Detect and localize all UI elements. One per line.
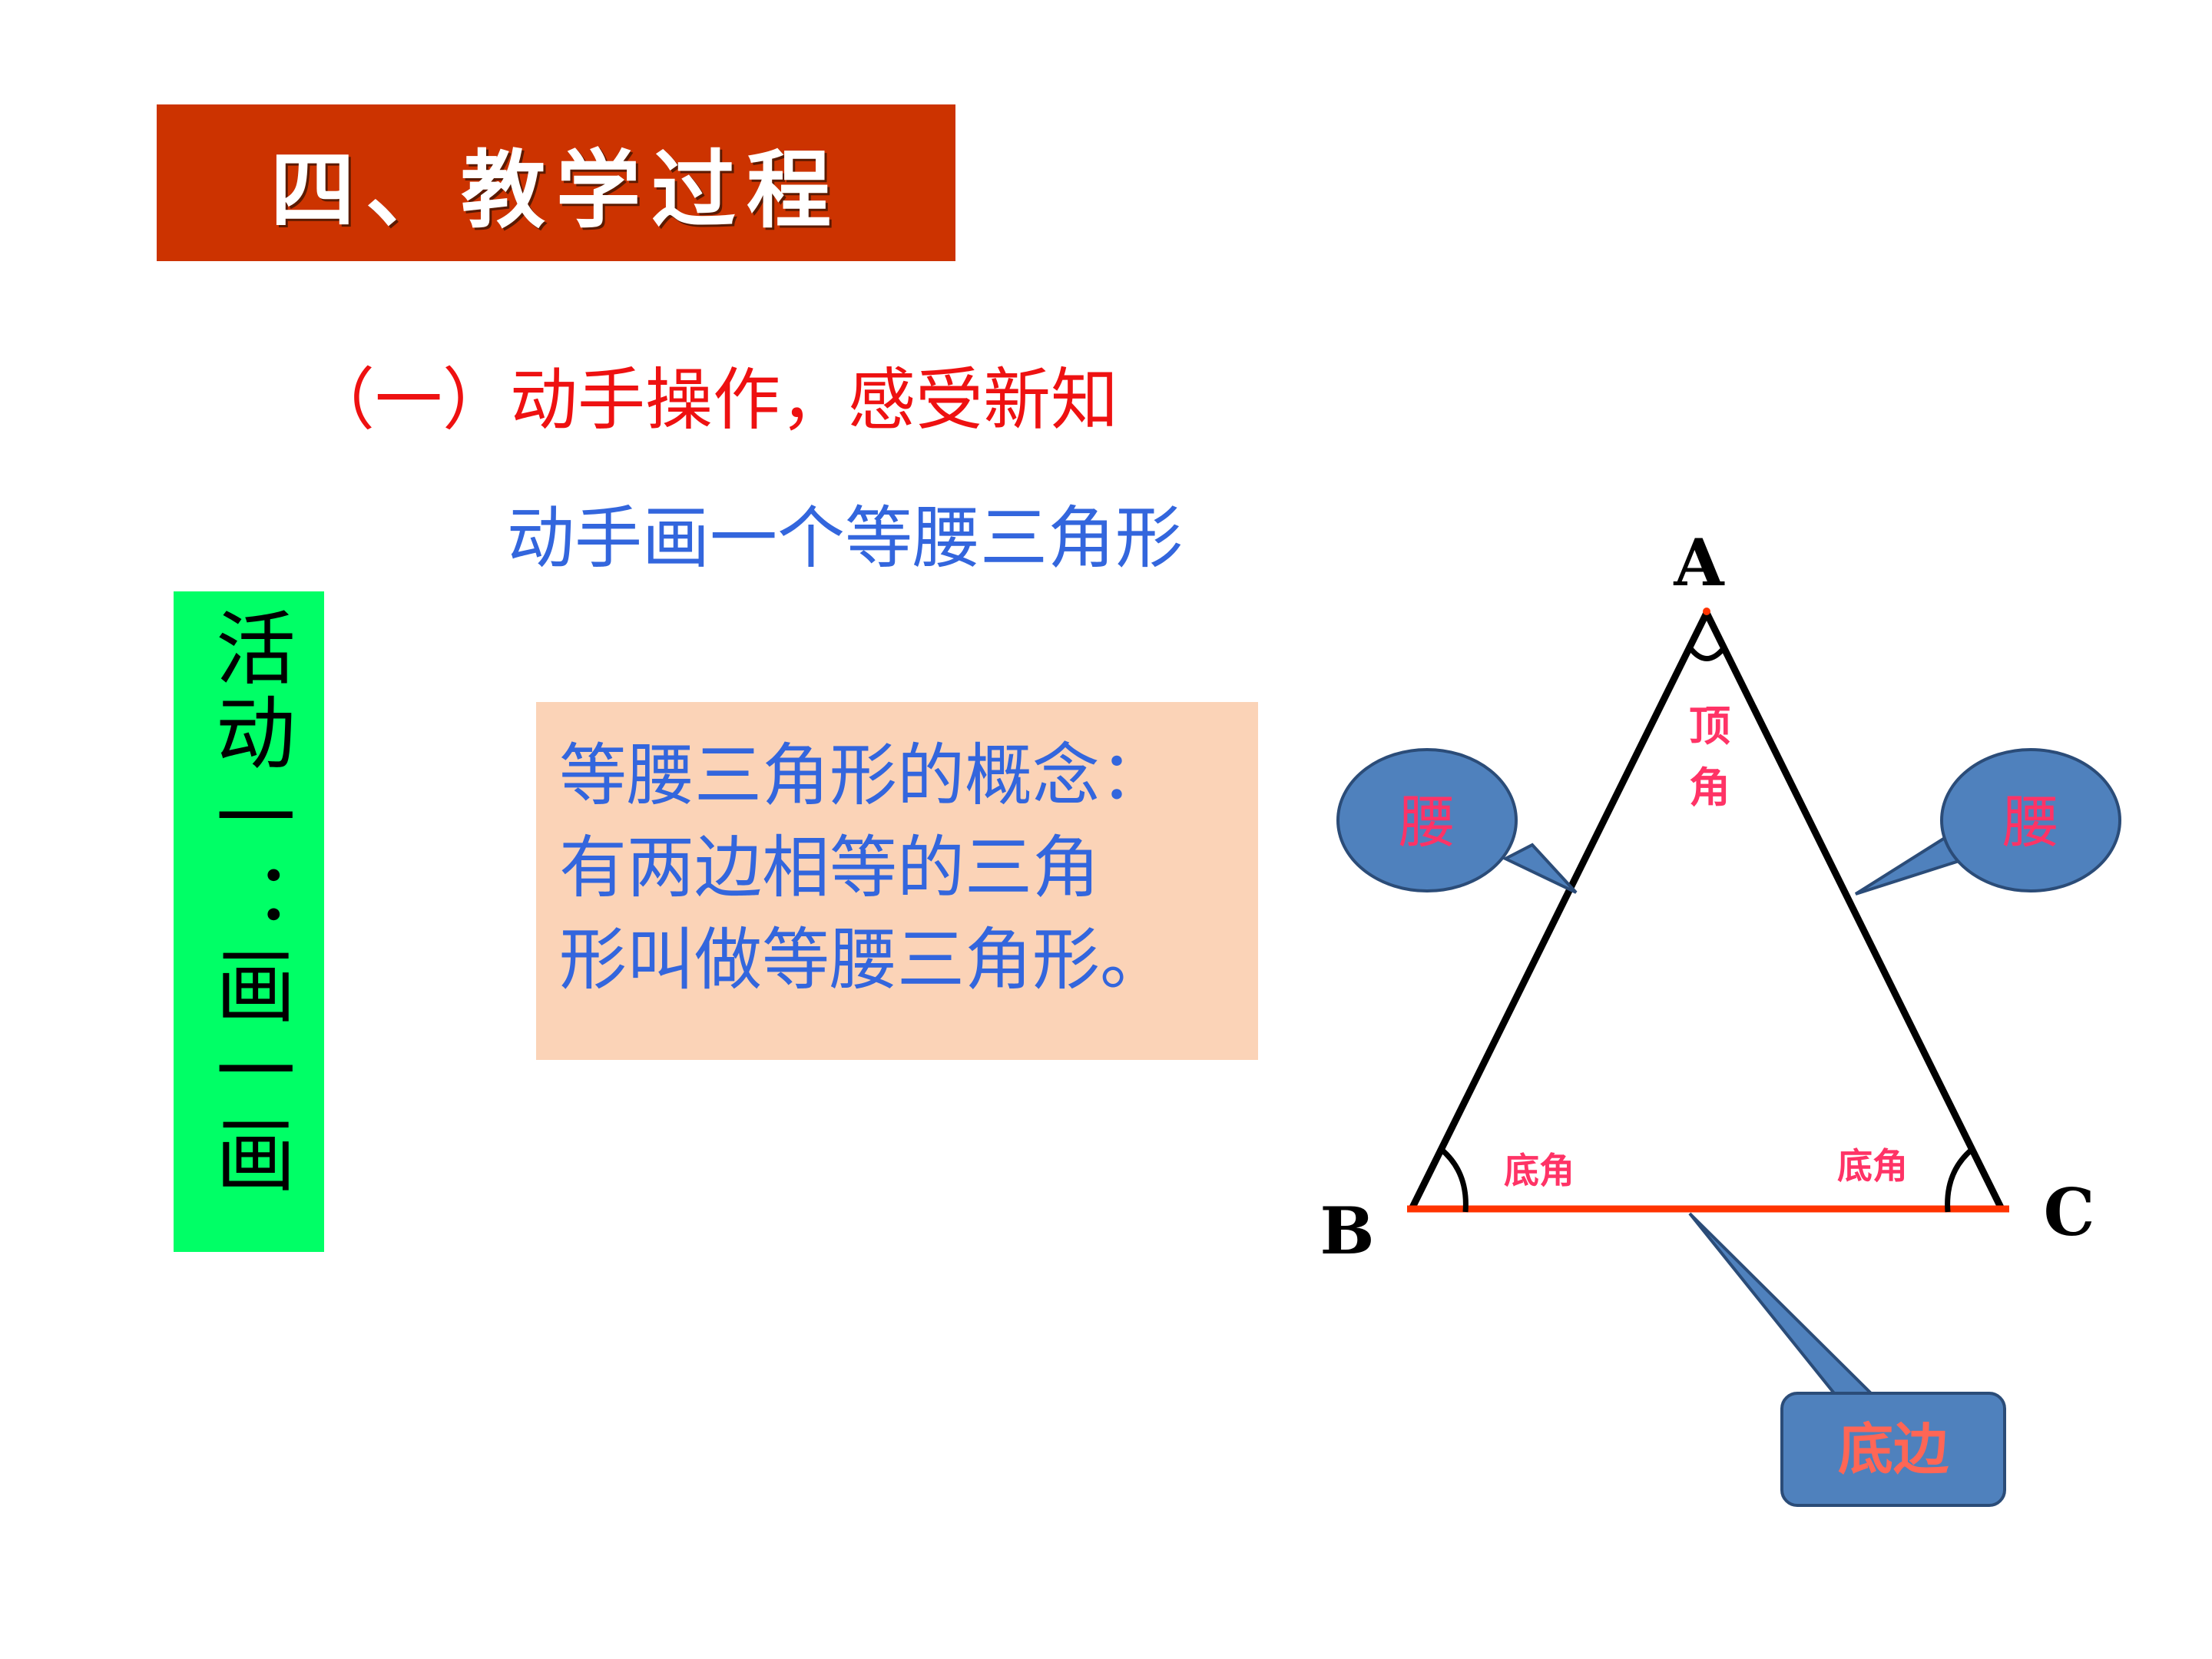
vertex-label-c: C [2044,1174,2095,1250]
apex-angle-label-1: 顶 [1689,701,1730,750]
vertex-label-a: A [1673,525,1725,601]
triangle-leg-ac [1703,611,2005,1210]
callout-pointer-left-leg [1502,843,1578,894]
triangle-leg-ab [1408,611,1710,1210]
definition-box: 等腰三角形的概念： 有两边相等的三角 形叫做等腰三角形。 [536,702,1258,1060]
leg-label-left: 腰 [1399,790,1455,856]
section-subtitle: （一）动手操作，感受新知 [307,360,1119,439]
activity-bar: 活动一：画一画 [174,591,324,1252]
callout-pointer-base [1688,1212,1875,1395]
base-label: 底边 [1838,1416,1949,1482]
title-banner: 四、教学过程 [157,104,955,261]
base-angle-label-left: 底角 [1504,1150,1575,1191]
base-angle-arc-right [1945,1147,1975,1213]
vertex-a-marker [1703,608,1710,615]
callout-base [1780,1392,2006,1507]
callout-right-leg [1940,748,2121,892]
definition-text: 等腰三角形的概念： 有两边相等的三角 形叫做等腰三角形。 [559,730,1235,1006]
definition-line-3: 形叫做等腰三角形。 [559,920,1168,999]
callout-left-leg [1336,748,1518,892]
definition-line-2: 有两边相等的三角 [559,828,1101,907]
base-angle-arc-left [1439,1147,1469,1213]
apex-angle-label-2: 角 [1689,763,1730,812]
activity-label: 活动一：画一画 [201,607,296,1198]
apex-angle-arc [1687,645,1727,661]
slide-title: 四、教学过程 [270,141,842,240]
vertex-label-b: B [1320,1193,1375,1269]
leg-label-right: 腰 [2002,790,2059,856]
base-angle-label-right: 底角 [1837,1145,1908,1187]
instruction-text: 动手画一个等腰三角形 [507,498,1184,578]
definition-line-1: 等腰三角形的概念： [559,736,1168,815]
